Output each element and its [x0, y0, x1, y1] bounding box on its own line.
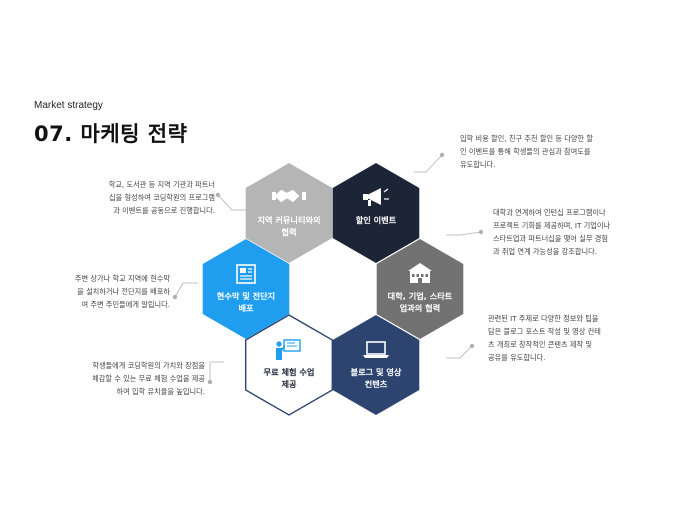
hexagon-shape: [332, 315, 420, 415]
hexagon-label-flyer-1: 배포: [238, 303, 254, 313]
hexagon-label-discount-0: 할인 이벤트: [356, 215, 397, 225]
handshake-icon: [272, 189, 306, 203]
building-icon: [408, 263, 432, 283]
megaphone-icon: [363, 188, 389, 206]
connector-flyer: [174, 282, 198, 298]
hexagon-shape: [376, 239, 464, 339]
hexagon-label-flyer-0: 현수막 및 전단지: [217, 291, 275, 301]
hexagon-label-university-0: 대학, 기업, 스타트: [388, 291, 453, 301]
connector-discount: [414, 154, 443, 173]
page-title: 07. 마케팅 전략: [34, 122, 188, 146]
desc-community: 학교, 도서관 등 지역 기관과 파트너 십을 형성하여 코딩학원의 프로그램 …: [108, 180, 215, 215]
connector-lines: [172, 152, 484, 385]
hexagon-label-community-1: 협력: [281, 227, 296, 237]
newspaper-icon: [236, 264, 256, 284]
hexagon-discount: 할인 이벤트: [332, 163, 420, 263]
hexagon-label-university-1: 업과의 협력: [400, 303, 441, 313]
hexagon-label-blog-1: 컨텐츠: [365, 379, 388, 389]
laptop-icon: [363, 341, 389, 358]
connector-university: [446, 231, 482, 236]
connector-community: [217, 194, 246, 211]
desc-discount: 입학 비용 할인, 친구 추천 할인 등 다양한 할 인 이벤트를 통해 학생들…: [460, 134, 593, 169]
desc-trial: 학생들에게 코딩학원의 가치와 장점을 체감할 수 있는 무료 체험 수업을 제…: [92, 361, 205, 396]
hexagon-label-blog-0: 블로그 및 영상: [351, 367, 402, 377]
hexagon-label-trial-1: 제공: [281, 379, 297, 389]
hexagon-label-trial-0: 무료 체험 수업: [264, 367, 315, 377]
hexagon-label-community-0: 지역 커뮤니티와의: [257, 215, 320, 225]
desc-flyer: 주변 상가나 학교 지역에 현수막 을 설치하거나 전단지를 배포하 여 주변 …: [74, 274, 170, 309]
desc-blog: 관련된 IT 주제로 다양한 정보와 팁을 담은 블로그 포스트 작성 및 영상…: [488, 314, 601, 362]
connector-blog: [446, 345, 473, 359]
section-subtitle: Market strategy: [34, 100, 103, 111]
hexagon-shape: [332, 163, 420, 263]
connector-trial: [209, 361, 224, 382]
desc-university: 대학과 연계하여 인턴십 프로그램이나 프로젝트 기회를 제공하며, IT 기업…: [493, 208, 611, 256]
hexagon-shape: [244, 314, 333, 416]
hexagon-shape: [202, 239, 290, 339]
presentation-icon: [276, 339, 301, 360]
hexagon-shape: [245, 163, 333, 263]
